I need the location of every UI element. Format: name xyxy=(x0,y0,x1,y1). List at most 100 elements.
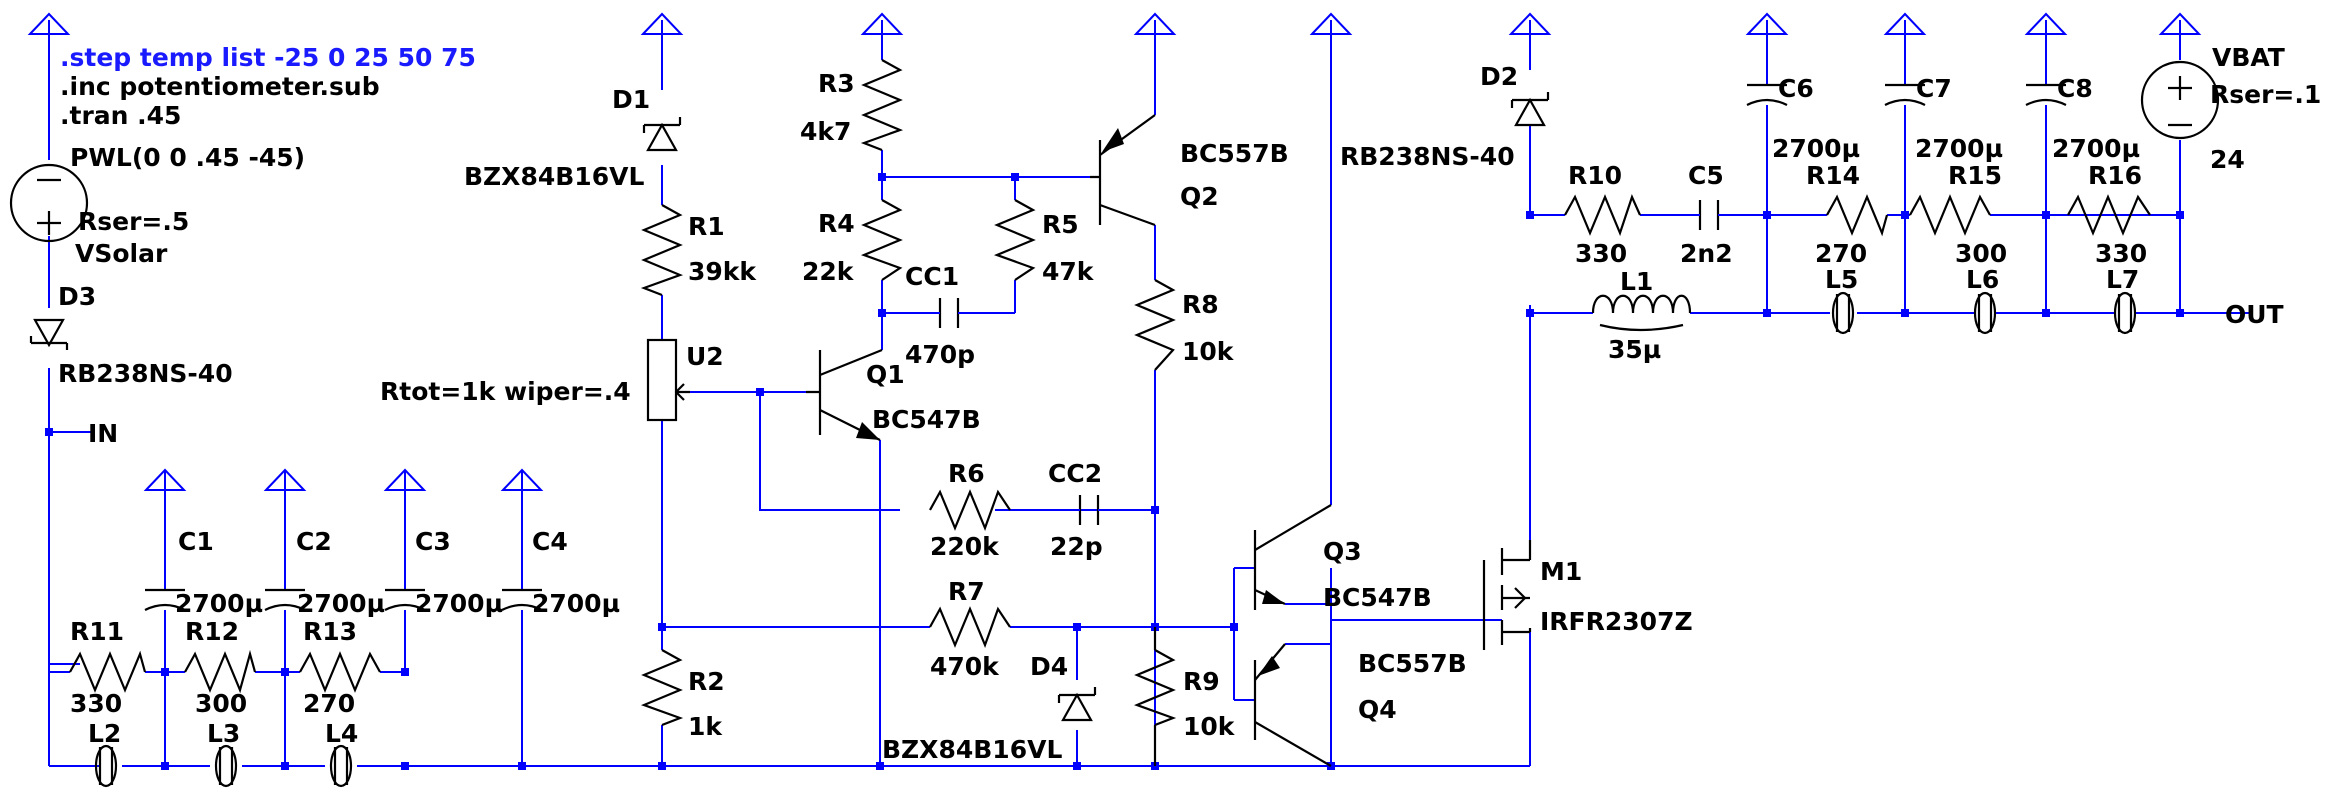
c8-name[interactable]: C8 xyxy=(2057,74,2093,103)
q4-name[interactable]: Q4 xyxy=(1358,695,1397,724)
q3-model[interactable]: BC547B xyxy=(1323,583,1432,612)
c5-value[interactable]: 2n2 xyxy=(1680,239,1733,268)
c6-name[interactable]: C6 xyxy=(1778,74,1814,103)
directive-step[interactable]: .step temp list -25 0 25 50 75 xyxy=(60,43,476,72)
d2-name[interactable]: D2 xyxy=(1480,62,1518,91)
component-labels: PWL(0 0 .45 -45) Rser=.5 VSolar D3 RB238… xyxy=(58,43,2321,764)
q2-model[interactable]: BC557B xyxy=(1180,139,1289,168)
r13-value[interactable]: 270 xyxy=(303,689,355,718)
r1-name[interactable]: R1 xyxy=(688,212,725,241)
u2-params[interactable]: Rtot=1k wiper=.4 xyxy=(380,377,631,406)
c3-name[interactable]: C3 xyxy=(415,527,451,556)
c1-name[interactable]: C1 xyxy=(178,527,214,556)
l6-name[interactable]: L6 xyxy=(1966,265,1999,294)
c4-value[interactable]: 2700µ xyxy=(532,589,620,618)
l4-name[interactable]: L4 xyxy=(325,719,358,748)
vbat-source xyxy=(2140,60,2220,140)
r7-name[interactable]: R7 xyxy=(948,577,985,606)
c7-value[interactable]: 2700µ xyxy=(1915,134,2003,163)
r9-name[interactable]: R9 xyxy=(1183,667,1220,696)
r9-value[interactable]: 10k xyxy=(1183,712,1236,741)
d3-model[interactable]: RB238NS-40 xyxy=(58,359,233,388)
vsolar-name[interactable]: VSolar xyxy=(75,239,168,268)
q3-npn xyxy=(1253,504,1332,610)
r14-name[interactable]: R14 xyxy=(1806,161,1860,190)
r4-name[interactable]: R4 xyxy=(818,209,855,238)
u2-name[interactable]: U2 xyxy=(686,342,724,371)
d4-name[interactable]: D4 xyxy=(1030,652,1068,681)
c6-value[interactable]: 2700µ xyxy=(1772,134,1860,163)
vbat-rser[interactable]: Rser=.1 xyxy=(2210,80,2321,109)
c1-value[interactable]: 2700µ xyxy=(175,589,263,618)
d1-name[interactable]: D1 xyxy=(612,85,650,114)
q1-model[interactable]: BC547B xyxy=(872,405,981,434)
cc1-value[interactable]: 470p xyxy=(905,340,975,369)
cc2-name[interactable]: CC2 xyxy=(1048,459,1102,488)
q1-npn xyxy=(806,348,883,441)
r3-value[interactable]: 4k7 xyxy=(800,117,851,146)
l2-name[interactable]: L2 xyxy=(88,719,121,748)
capacitors xyxy=(144,83,2067,611)
vbat-name[interactable]: VBAT xyxy=(2212,43,2285,72)
cc2-value[interactable]: 22p xyxy=(1050,532,1103,561)
q1-name[interactable]: Q1 xyxy=(866,360,905,389)
d3-name[interactable]: D3 xyxy=(58,282,96,311)
r5-name[interactable]: R5 xyxy=(1042,210,1079,239)
r5-value[interactable]: 47k xyxy=(1042,257,1095,286)
c2-value[interactable]: 2700µ xyxy=(297,589,385,618)
c2-name[interactable]: C2 xyxy=(296,527,332,556)
r2-name[interactable]: R2 xyxy=(688,667,725,696)
out-net-label[interactable]: OUT xyxy=(2225,300,2284,329)
r4-value[interactable]: 22k xyxy=(802,257,855,286)
r11-name[interactable]: R11 xyxy=(70,617,124,646)
d2-model[interactable]: RB238NS-40 xyxy=(1340,142,1515,171)
supply-flags xyxy=(27,12,2202,491)
r15-name[interactable]: R15 xyxy=(1948,161,2002,190)
d1-zener xyxy=(642,117,682,152)
vsolar-rser[interactable]: Rser=.5 xyxy=(78,207,189,236)
r8-value[interactable]: 10k xyxy=(1182,337,1235,366)
r16-name[interactable]: R16 xyxy=(2088,161,2142,190)
cc1-name[interactable]: CC1 xyxy=(905,262,959,291)
vbat-value[interactable]: 24 xyxy=(2210,145,2245,174)
r6-value[interactable]: 220k xyxy=(930,532,1000,561)
m1-name[interactable]: M1 xyxy=(1540,557,1582,586)
r3-name[interactable]: R3 xyxy=(818,69,855,98)
r13-name[interactable]: R13 xyxy=(303,617,357,646)
c7-name[interactable]: C7 xyxy=(1916,74,1952,103)
r2-value[interactable]: 1k xyxy=(688,712,723,741)
l1-inductor xyxy=(1591,294,1692,332)
r12-value[interactable]: 300 xyxy=(195,689,247,718)
r16-value[interactable]: 330 xyxy=(2095,239,2147,268)
r7-value[interactable]: 470k xyxy=(930,652,1000,681)
c4-name[interactable]: C4 xyxy=(532,527,568,556)
d4-zener xyxy=(1057,687,1097,722)
r11-value[interactable]: 330 xyxy=(70,689,122,718)
c8-value[interactable]: 2700µ xyxy=(2052,134,2140,163)
m1-model[interactable]: IRFR2307Z xyxy=(1540,607,1693,636)
l1-value[interactable]: 35µ xyxy=(1608,335,1661,364)
c3-value[interactable]: 2700µ xyxy=(415,589,503,618)
l3-name[interactable]: L3 xyxy=(207,719,240,748)
r6-name[interactable]: R6 xyxy=(948,459,985,488)
l7-name[interactable]: L7 xyxy=(2106,265,2139,294)
in-net-label[interactable]: IN xyxy=(88,419,118,448)
directive-tran[interactable]: .tran .45 xyxy=(60,101,181,130)
r1-value[interactable]: 39kk xyxy=(688,257,757,286)
q4-model[interactable]: BC557B xyxy=(1358,649,1467,678)
r10-value[interactable]: 330 xyxy=(1575,239,1627,268)
r10-name[interactable]: R10 xyxy=(1568,161,1622,190)
r12-name[interactable]: R12 xyxy=(185,617,239,646)
directive-inc[interactable]: .inc potentiometer.sub xyxy=(60,72,380,101)
q2-name[interactable]: Q2 xyxy=(1180,182,1219,211)
r15-value[interactable]: 300 xyxy=(1955,239,2007,268)
c5-name[interactable]: C5 xyxy=(1688,161,1724,190)
r14-value[interactable]: 270 xyxy=(1815,239,1867,268)
q3-name[interactable]: Q3 xyxy=(1323,537,1362,566)
r8-name[interactable]: R8 xyxy=(1182,290,1219,319)
l5-name[interactable]: L5 xyxy=(1825,265,1858,294)
vsolar-value[interactable]: PWL(0 0 .45 -45) xyxy=(70,143,305,172)
l1-name[interactable]: L1 xyxy=(1620,267,1653,296)
d4-model[interactable]: BZX84B16VL xyxy=(882,735,1062,764)
d1-model[interactable]: BZX84B16VL xyxy=(464,162,644,191)
